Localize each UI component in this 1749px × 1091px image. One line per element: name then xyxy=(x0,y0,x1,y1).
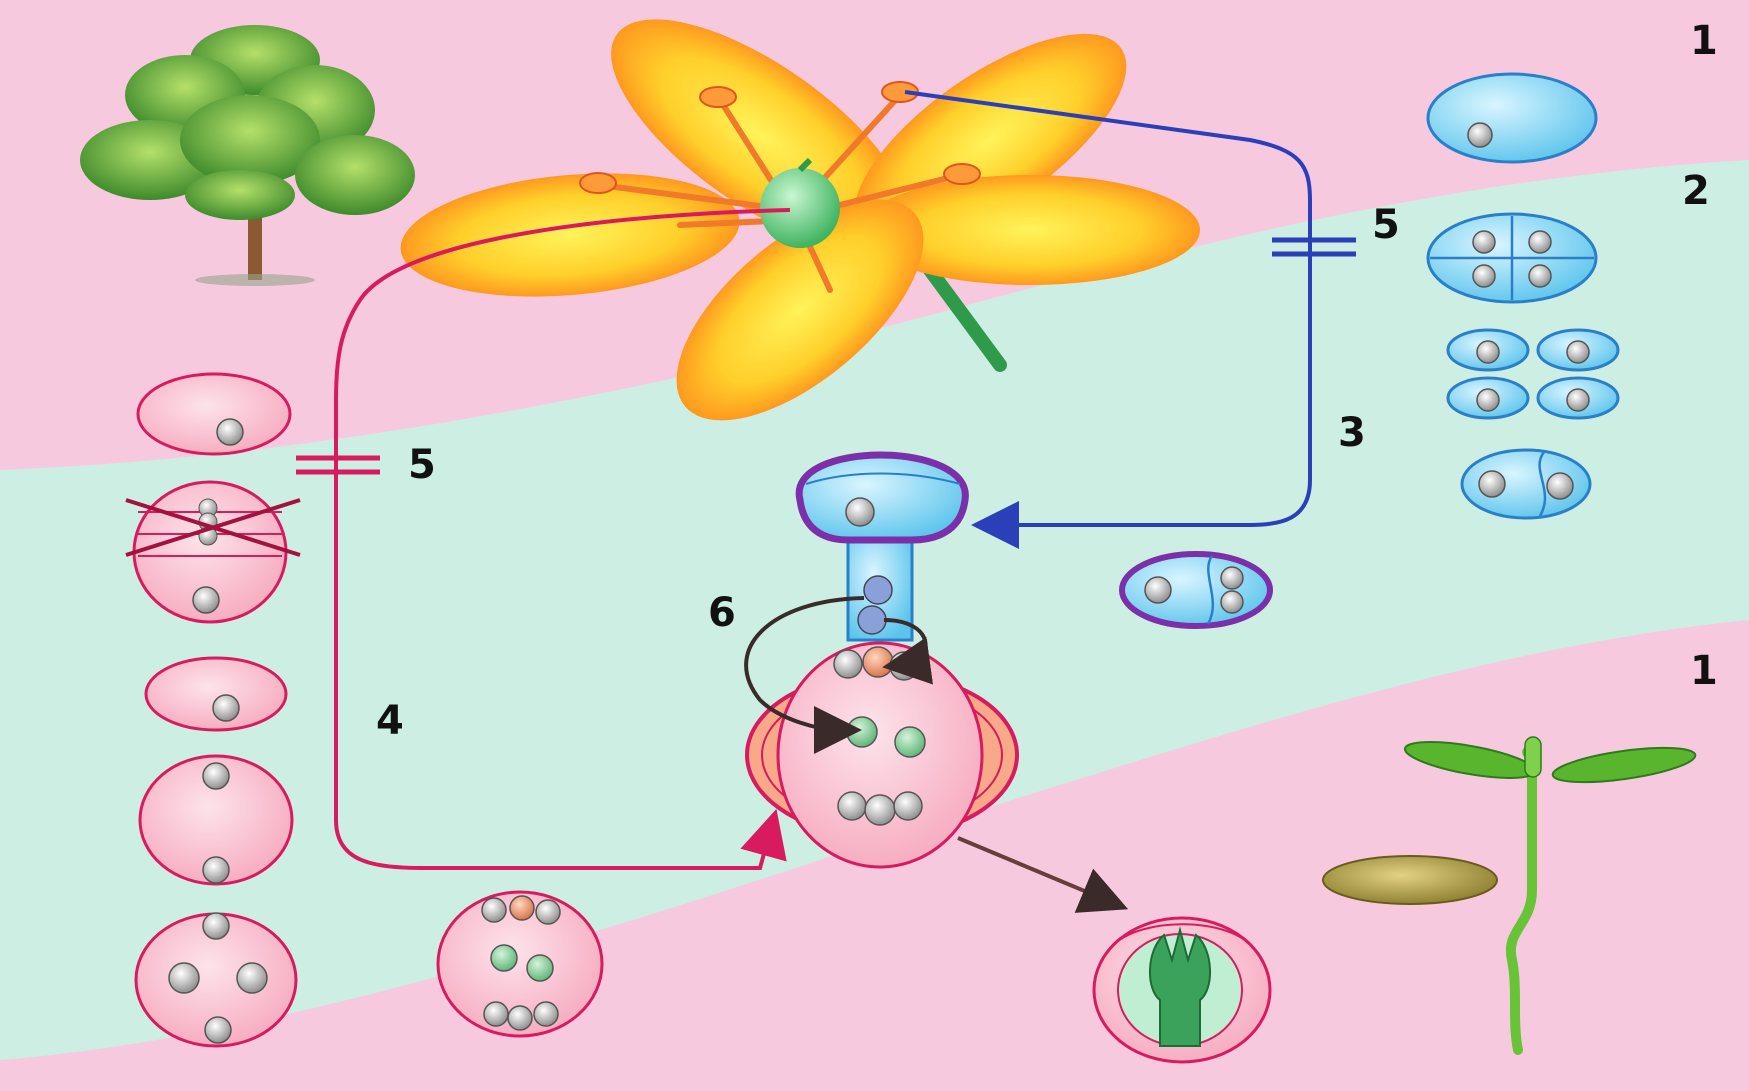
label-double-fertilization: 6 xyxy=(708,590,736,636)
embryo-sac-four-nucleate xyxy=(136,913,296,1046)
label-meiosis: 2 xyxy=(1682,168,1710,214)
label-microgametogenesis: 3 xyxy=(1338,410,1366,456)
label-megagametogenesis: 4 xyxy=(376,698,404,744)
embryo-sac-two-nucleate xyxy=(140,756,292,884)
pollen-grain-two-cell xyxy=(1462,450,1590,518)
label-generation-bottom: 1 xyxy=(1690,648,1718,694)
label-generation-top: 1 xyxy=(1690,18,1718,64)
microspore-tetrad xyxy=(1428,214,1596,302)
microspore-mother-cell xyxy=(1428,74,1596,162)
functional-megaspore xyxy=(146,658,286,730)
seed-with-embryo xyxy=(1094,918,1270,1062)
mature-embryo-sac xyxy=(438,892,602,1036)
mature-pollen-grain xyxy=(1122,554,1270,626)
label-reduction-male: 5 xyxy=(1372,202,1400,248)
megaspore-mother-cell xyxy=(138,374,290,454)
label-reduction-female: 5 xyxy=(408,442,436,488)
